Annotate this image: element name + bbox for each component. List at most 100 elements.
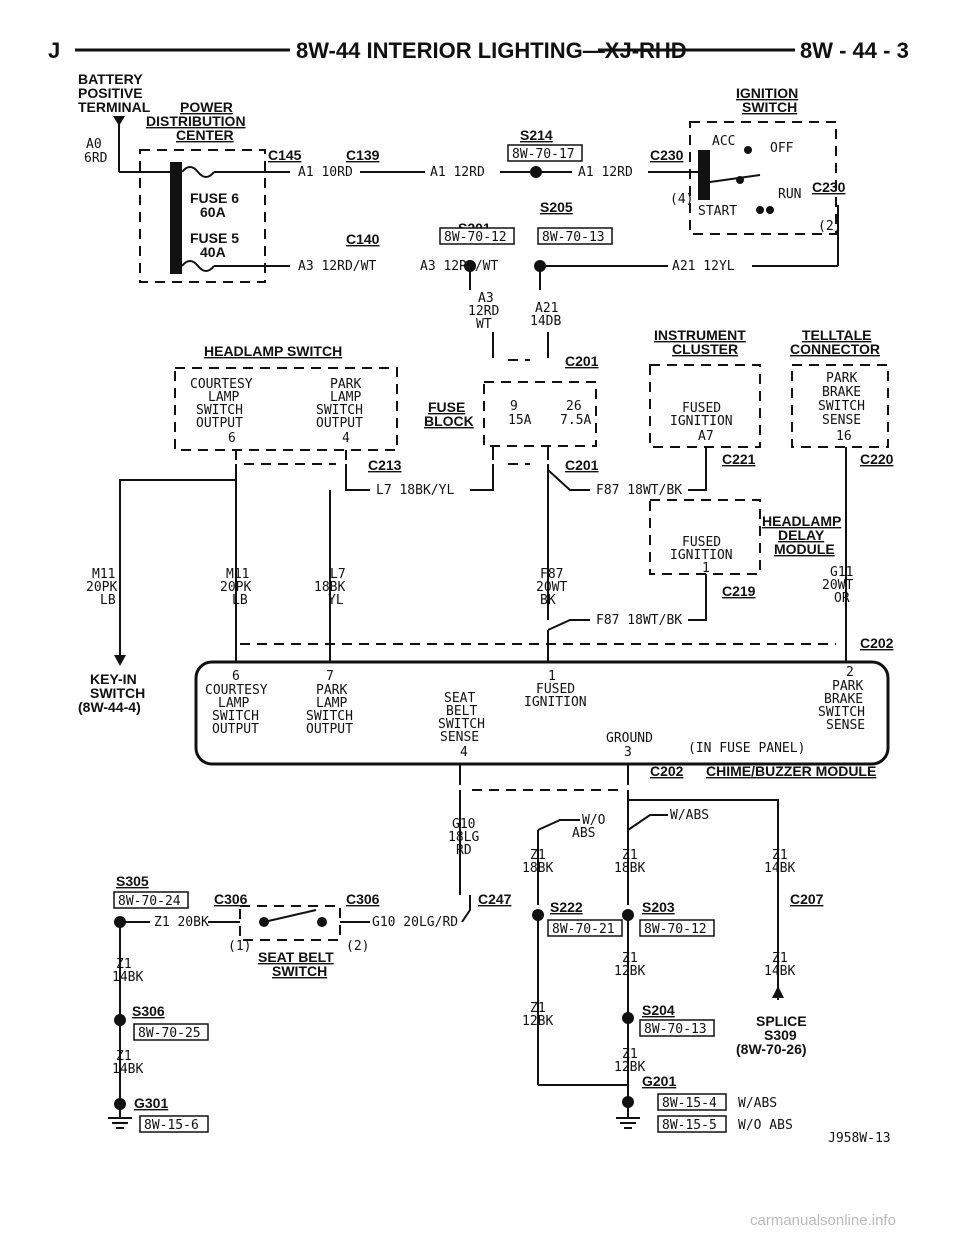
wire-l7-18bkyl: L7 18BK/YL xyxy=(376,483,454,498)
fuse5-rating: 40A xyxy=(200,244,226,260)
cm-p3: 3 xyxy=(624,745,632,760)
ref-s205: 8W-70-13 xyxy=(542,230,605,245)
wire-f87-v2: 20WT xyxy=(536,580,567,595)
hs-c2: LAMP xyxy=(208,390,239,405)
watermark: carmanualsonline.info xyxy=(750,1212,896,1229)
wire-z1h-1: Z1 xyxy=(116,957,132,972)
connector-c207: C207 xyxy=(790,891,824,907)
hd-pin: 1 xyxy=(702,561,710,576)
ignition-off: OFF xyxy=(770,141,794,156)
wire-z1c-2: 14BK xyxy=(764,861,795,876)
wire-m11a-3: LB xyxy=(100,593,116,608)
wire-a3-b: A3 12RD/WT xyxy=(420,259,498,274)
telltale-box xyxy=(791,364,889,448)
wire-g11-v3: OR xyxy=(834,591,850,606)
hd-label-2: DELAY xyxy=(778,527,825,543)
splice-s204: S204 xyxy=(642,1002,675,1018)
s309-label-2: S309 xyxy=(764,1027,797,1043)
ic-pin: A7 xyxy=(698,429,714,444)
wire-z1b-1: Z1 xyxy=(622,848,638,863)
wire-g11-v1: G11 xyxy=(830,565,853,580)
hs-c1: COURTESY xyxy=(190,377,253,392)
header-page: 8W - 44 - 3 xyxy=(800,38,909,63)
hs-p4: OUTPUT xyxy=(316,416,363,431)
hs-p5: 4 xyxy=(342,431,350,446)
connector-c247: C247 xyxy=(478,891,512,907)
telltale-label-2: CONNECTOR xyxy=(790,341,880,357)
cm-p7b: LAMP xyxy=(316,696,347,711)
cm-p2b: BRAKE xyxy=(824,692,863,707)
ref-g201-1: 8W-15-4 xyxy=(662,1096,717,1111)
wire-l7-v3: YL xyxy=(328,593,344,608)
fuse-block-box xyxy=(483,381,597,447)
ground-g201: G201 xyxy=(642,1073,676,1089)
pdc-box xyxy=(139,149,266,283)
ignition-pin2: (2) xyxy=(818,219,841,234)
pdc-busbar xyxy=(170,162,182,274)
headlamp-switch-title: HEADLAMP SWITCH xyxy=(204,343,342,359)
hs-c4: OUTPUT xyxy=(196,416,243,431)
cm-p4c: SWITCH xyxy=(438,717,485,732)
wire-z1c-1: Z1 xyxy=(772,848,788,863)
connector-c145: C145 xyxy=(268,147,302,163)
wire-a3-v2: 12RD xyxy=(468,304,499,319)
hs-p2: LAMP xyxy=(330,390,361,405)
figure-id: J958W-13 xyxy=(828,1131,891,1146)
cm-p3a: GROUND xyxy=(606,731,653,746)
keyin-arrow-icon xyxy=(114,655,126,666)
splice-s205: S205 xyxy=(540,199,573,215)
wire-f87-v1: F87 xyxy=(540,567,563,582)
fuse6-label: FUSE 6 xyxy=(190,190,239,206)
wire-f87-a: F87 18WT/BK xyxy=(596,483,682,498)
keyin-label-2: SWITCH xyxy=(90,685,145,701)
connector-c306-b: C306 xyxy=(346,891,380,907)
seatbelt-pin2: (2) xyxy=(346,939,369,954)
cm-p2a: PARK xyxy=(832,679,863,694)
hs-p3: SWITCH xyxy=(316,403,363,418)
hd-label-3: MODULE xyxy=(774,541,835,557)
connector-c202-b: C202 xyxy=(650,763,684,779)
cm-p6c: SWITCH xyxy=(212,709,259,724)
g201-note-1: W/ABS xyxy=(738,1096,777,1111)
wire-g10-20lgrd: G10 20LG/RD xyxy=(372,915,458,930)
connector-c230-b: C230 xyxy=(812,179,846,195)
wire-z1e-2: 12BK xyxy=(614,964,645,979)
splice-s204-dot xyxy=(622,1012,634,1024)
connector-c139: C139 xyxy=(346,147,380,163)
cm-p4b: BELT xyxy=(446,704,477,719)
cm-p1a: FUSED xyxy=(536,682,575,697)
cm-p6d: OUTPUT xyxy=(212,722,259,737)
fuse5-label: FUSE 5 xyxy=(190,230,239,246)
connector-c220: C220 xyxy=(860,451,894,467)
cm-p1: 1 xyxy=(548,669,556,684)
battery-label-3: TERMINAL xyxy=(78,99,151,115)
splice-s222: S222 xyxy=(550,899,583,915)
ic-label-1: INSTRUMENT xyxy=(654,327,746,343)
wire-l7-v2: 18BK xyxy=(314,580,345,595)
wire-g11-v2: 20WT xyxy=(822,578,853,593)
cm-p4: 4 xyxy=(460,745,468,760)
wire-z1g-1: Z1 xyxy=(622,1047,638,1062)
ignition-contact-bar xyxy=(698,150,710,200)
wire-f87-v3: BK xyxy=(540,593,556,608)
wire-f87-b: F87 18WT/BK xyxy=(596,613,682,628)
pdc-label-2: DISTRIBUTION xyxy=(146,113,246,129)
chime-module-title: CHIME/BUZZER MODULE xyxy=(706,763,876,779)
wire-6rd: 6RD xyxy=(84,151,108,166)
wire-z1d-1: Z1 xyxy=(772,951,788,966)
telltale-label-1: TELLTALE xyxy=(802,327,871,343)
ic-ignition: IGNITION xyxy=(670,414,733,429)
wire-a1-12rd-a: A1 12RD xyxy=(430,165,485,180)
cm-in-fuse-panel: (IN FUSE PANEL) xyxy=(688,741,805,756)
tt-p4: SENSE xyxy=(822,413,861,428)
g201-note-2: W/O ABS xyxy=(738,1118,793,1133)
hd-ignition: IGNITION xyxy=(670,548,733,563)
cm-p6b: LAMP xyxy=(218,696,249,711)
seatbelt-pin1: (1) xyxy=(228,939,251,954)
ref-s201: 8W-70-12 xyxy=(444,230,507,245)
ref-g201-2: 8W-15-5 xyxy=(662,1118,717,1133)
wire-z1f-1: Z1 xyxy=(530,1001,546,1016)
wire-m11b-2: 20PK xyxy=(220,580,251,595)
wire-z1e-1: Z1 xyxy=(622,951,638,966)
splice-s306: S306 xyxy=(132,1003,165,1019)
